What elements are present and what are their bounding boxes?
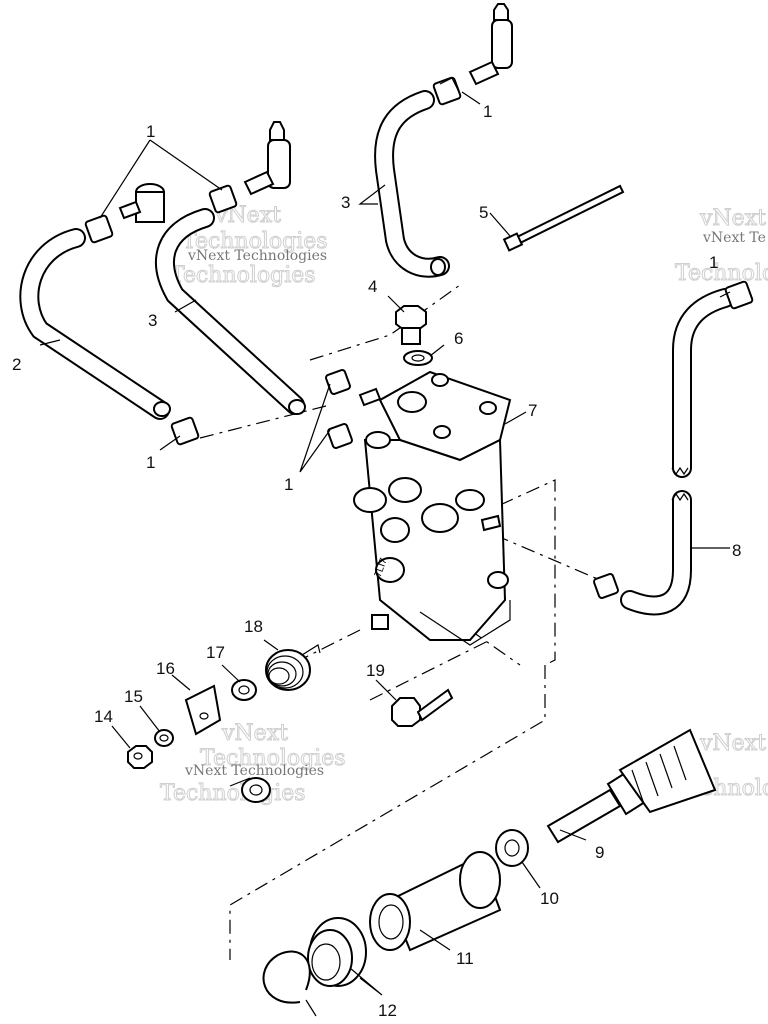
watermark-text: Technologies — [170, 263, 316, 288]
fitting-top-right — [468, 3, 513, 86]
watermark-top: vNext Technologies vNext Technologies Te… — [170, 203, 329, 289]
callout-10: 10 — [540, 889, 559, 908]
callout-8: 8 — [732, 541, 741, 560]
oil-pump-7: 7LI7 — [353, 370, 512, 646]
return-spring-18 — [265, 644, 321, 691]
nut-14 — [127, 745, 153, 769]
bushing-11 — [369, 851, 502, 952]
watermark-text: vNext — [699, 731, 766, 756]
callout-15: 15 — [124, 687, 143, 706]
watermark-text: vNext Technologies — [187, 248, 327, 264]
callout-9: 9 — [595, 843, 604, 862]
hose-clamp-1-center-a — [325, 369, 351, 395]
bolt-19 — [391, 688, 454, 727]
watermark-text: Technologies — [182, 229, 328, 254]
hose-clamp-1-left-bottom — [170, 416, 200, 446]
callout-14: 14 — [94, 707, 113, 726]
lock-washer-15 — [154, 729, 174, 747]
fitting-top-left — [118, 183, 165, 223]
hose-clamp-1-left-top-b — [84, 214, 114, 244]
callout-1: 1 — [284, 475, 293, 494]
fitting-top-middle — [243, 121, 291, 196]
snap-ring-13 — [262, 950, 311, 1004]
callout-7: 7 — [528, 401, 537, 420]
hose-clamp-1-top — [432, 76, 462, 106]
watermark-text: vNext Te — [702, 230, 766, 246]
hose-clamp-8 — [593, 573, 619, 599]
callout-4: 4 — [368, 277, 377, 296]
callout-12: 12 — [378, 1001, 397, 1020]
callout-6: 6 — [454, 329, 463, 348]
watermark-text: vNext — [221, 721, 288, 746]
washer-6 — [403, 350, 433, 366]
seals-12 — [307, 917, 367, 987]
cable-tie-5 — [502, 184, 625, 252]
hose-2 — [19, 228, 171, 420]
callout-16: 16 — [156, 659, 175, 678]
callout-17: 17 — [206, 643, 225, 662]
callout-3: 3 — [148, 311, 157, 330]
callout-2: 2 — [12, 355, 21, 374]
watermark-text: Technologies — [675, 261, 768, 286]
callout-1: 1 — [146, 453, 155, 472]
callout-1: 1 — [483, 102, 492, 121]
hose-3-left — [155, 208, 306, 415]
hose-clamp-1-center-b — [327, 423, 353, 449]
bleed-screw-4 — [395, 305, 427, 345]
hose-8 — [620, 288, 735, 616]
watermark-right: vNext vNext Te Technologies vNext Techno… — [675, 206, 768, 802]
callout-19: 19 — [366, 661, 385, 680]
callout-18: 18 — [244, 617, 263, 636]
callout-1: 1 — [709, 253, 718, 272]
callout-3: 3 — [341, 193, 350, 212]
drive-gear-9 — [546, 728, 717, 844]
control-lever-16 — [184, 684, 271, 803]
callout-1: 1 — [146, 122, 155, 141]
watermark-middle: vNext Technologies vNext Technologies Te… — [160, 721, 347, 807]
assembly-centerlines — [199, 284, 601, 960]
hose-clamp-1-right — [724, 280, 754, 310]
thrust-washer-10 — [495, 829, 529, 867]
hose-3-top — [374, 90, 450, 278]
washer-17 — [231, 679, 257, 701]
leader-lines — [39, 91, 731, 1017]
watermark-text: vNext Technologies — [184, 763, 324, 779]
callout-labels: 1 1 3 5 1 4 3 6 2 7 1 1 8 18 17 16 19 15… — [12, 102, 741, 1020]
callout-11: 11 — [456, 949, 474, 968]
watermark-text: Technologies — [200, 746, 346, 771]
callout-5: 5 — [479, 203, 488, 222]
watermark-text: vNext — [699, 206, 766, 231]
